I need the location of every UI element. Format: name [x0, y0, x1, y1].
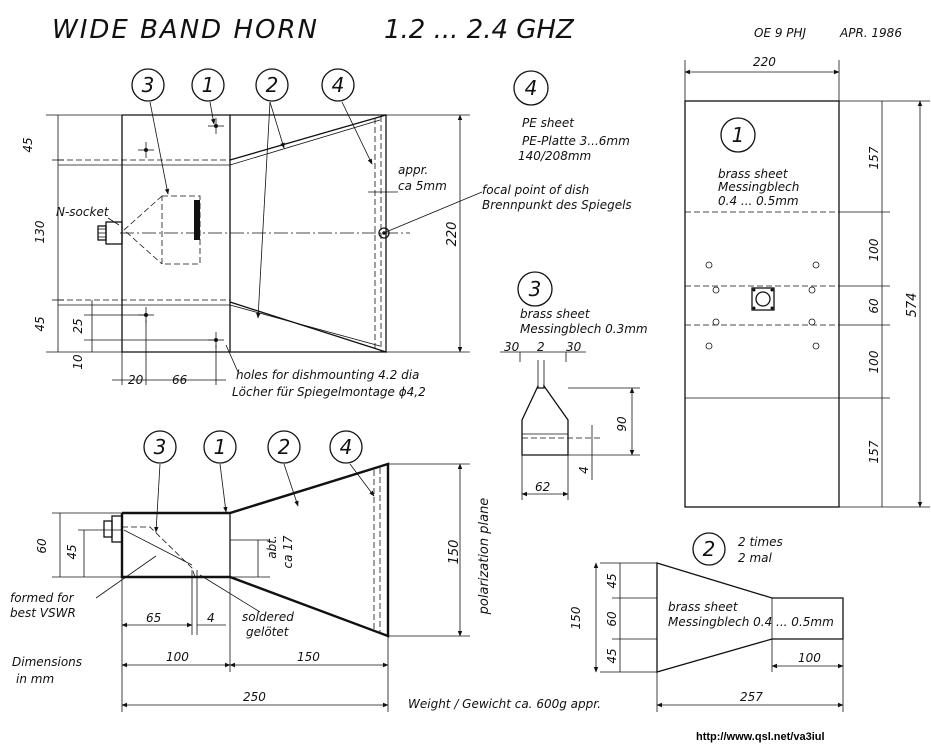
title-text: WIDE BAND HORN [52, 15, 319, 45]
date-text: APR. 1986 [839, 26, 902, 40]
side-callouts: 3 1 2 4 [143, 430, 375, 533]
dim-20: 20 [128, 373, 144, 387]
p2-dim-257: 257 [740, 690, 763, 704]
callout-1-side: 1 [214, 435, 227, 459]
dim-45-top: 45 [21, 137, 35, 152]
callout-3-side: 3 [154, 435, 167, 459]
frequency-text: 1.2 ... 2.4 GHZ [384, 15, 575, 45]
formed-label-2: best VSWR [10, 606, 76, 620]
dim-10: 10 [71, 354, 85, 370]
p1-dim-157b: 157 [867, 440, 881, 463]
polarization-label: polarization plane [477, 498, 492, 616]
callout-3-top: 3 [142, 73, 155, 97]
soldered-label-en: soldered [242, 610, 294, 624]
part2-line1: 2 times [738, 535, 783, 549]
side-dim-150: 150 [447, 540, 462, 565]
p2-dim-45b: 45 [605, 648, 619, 663]
p1-dim-60: 60 [867, 298, 881, 314]
callout-4-side: 4 [340, 435, 353, 459]
weight-label: Weight / Gewicht ca. 600g appr. [408, 697, 601, 711]
abt-label: abt. [265, 535, 279, 559]
side-dim-4: 4 [207, 611, 215, 625]
p3-dim-90: 90 [615, 416, 629, 432]
soldered-label-de: gelötet [246, 625, 290, 639]
part4-line3: 140/208mm [518, 149, 591, 163]
part4-line2: PE-Platte 3...6mm [522, 134, 630, 148]
part1-line1: brass sheet [718, 167, 789, 181]
part2-line3: brass sheet [668, 600, 739, 614]
callout-2-top: 2 [266, 73, 279, 97]
formed-label-1: formed for [10, 591, 75, 605]
dim-45-bottom: 45 [33, 316, 47, 331]
part1-line2: Messingblech [718, 180, 799, 194]
dim-66: 66 [172, 373, 188, 387]
p1-dim-100b: 100 [867, 350, 881, 373]
author-text: OE 9 PHJ [754, 26, 807, 40]
part1-view [684, 60, 930, 508]
focal-label-de: Brennpunkt des Spiegels [482, 198, 632, 212]
side-dim-45: 45 [65, 544, 79, 559]
dimensions-label-1: Dimensions [12, 655, 82, 669]
p1-dim-100a: 100 [867, 238, 881, 261]
p3-dim-2: 2 [537, 340, 545, 354]
side-view [52, 462, 470, 712]
side-dim-100: 100 [166, 650, 189, 664]
part2-line2: 2 mal [738, 551, 772, 565]
callout-4-top: 4 [332, 73, 345, 97]
p3-dim-30b: 30 [566, 340, 582, 354]
side-dim-65: 65 [146, 611, 161, 625]
callout-1-top: 1 [202, 73, 215, 97]
top-view [46, 114, 483, 385]
holes-label-en: holes for dishmounting 4.2 dia [236, 368, 419, 382]
part4-line1: PE sheet [522, 116, 575, 130]
holes-label-de: Löcher für Spiegelmontage ϕ4,2 [232, 385, 426, 399]
part2-line4: Messingblech 0.4 ... 0.5mm [668, 615, 834, 629]
p3-dim-62: 62 [535, 480, 550, 494]
side-dim-150b: 150 [297, 650, 320, 664]
part3-number: 3 [529, 277, 542, 301]
part3-view: 3 [500, 271, 640, 500]
part1-line3: 0.4 ... 0.5mm [718, 194, 799, 208]
n-socket-label: N-socket [56, 205, 110, 219]
top-callouts: 3 1 2 4 [131, 68, 373, 319]
side-dim-250: 250 [243, 690, 266, 704]
p2-dim-100: 100 [798, 651, 821, 665]
ca5-label: ca 5mm [398, 179, 447, 193]
dim-220-top: 220 [445, 222, 460, 247]
ca17-label: ca 17 [281, 535, 295, 568]
source-url: http://www.qsl.net/va3iul [696, 731, 825, 743]
p3-dim-4: 4 [577, 466, 591, 474]
side-dim-60: 60 [35, 538, 49, 554]
callout-2-side: 2 [278, 435, 291, 459]
part3-line2: Messingblech 0.3mm [520, 322, 648, 336]
dim-25: 25 [71, 318, 85, 333]
p2-dim-150: 150 [569, 606, 583, 629]
p2-dim-60: 60 [605, 611, 619, 627]
appr-label: appr. [398, 163, 428, 177]
part2-view [593, 562, 844, 712]
dim-130: 130 [33, 220, 47, 243]
p1-dim-157a: 157 [867, 146, 881, 169]
p2-dim-45a: 45 [605, 573, 619, 588]
dimensions-label-2: in mm [16, 672, 54, 686]
p3-dim-30a: 30 [504, 340, 520, 354]
p1-dim-574: 574 [905, 293, 920, 318]
part4-number: 4 [525, 76, 538, 100]
part2-number: 2 [703, 537, 716, 561]
part1-number: 1 [732, 123, 745, 147]
part3-line1: brass sheet [520, 307, 591, 321]
focal-label-en: focal point of dish [482, 183, 589, 197]
p1-dim-220: 220 [753, 55, 776, 69]
